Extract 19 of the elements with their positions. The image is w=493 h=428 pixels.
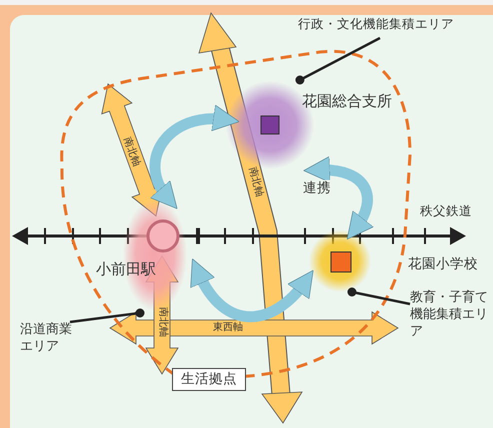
- axis-label: 南北軸: [120, 136, 142, 168]
- zone-label: 生活拠点: [172, 368, 246, 391]
- area-label: 教育・子育て機能集積エリア: [410, 290, 490, 360]
- axis-label: 東西軸: [213, 322, 243, 334]
- curved-arrow: [150, 106, 240, 210]
- leader-line: [347, 288, 410, 306]
- railway-label: 秩父鉄道: [420, 203, 472, 219]
- area-label: 行政・文化機能集積エリア: [298, 16, 490, 38]
- leader-line: [70, 308, 144, 324]
- place-label: 花園総合支所: [302, 92, 392, 111]
- curved-arrow: [191, 258, 314, 322]
- edge-label: 連携: [302, 180, 332, 197]
- area-label: 沿道商業エリア: [20, 322, 80, 362]
- leader-line: [295, 36, 381, 84]
- place-label: 花園小学校: [408, 256, 478, 273]
- axis-label: 南北軸: [156, 307, 168, 337]
- place-label: 小前田駅: [96, 260, 156, 279]
- axis-label: 南北軸: [246, 166, 265, 198]
- curved-arrow: [303, 156, 374, 240]
